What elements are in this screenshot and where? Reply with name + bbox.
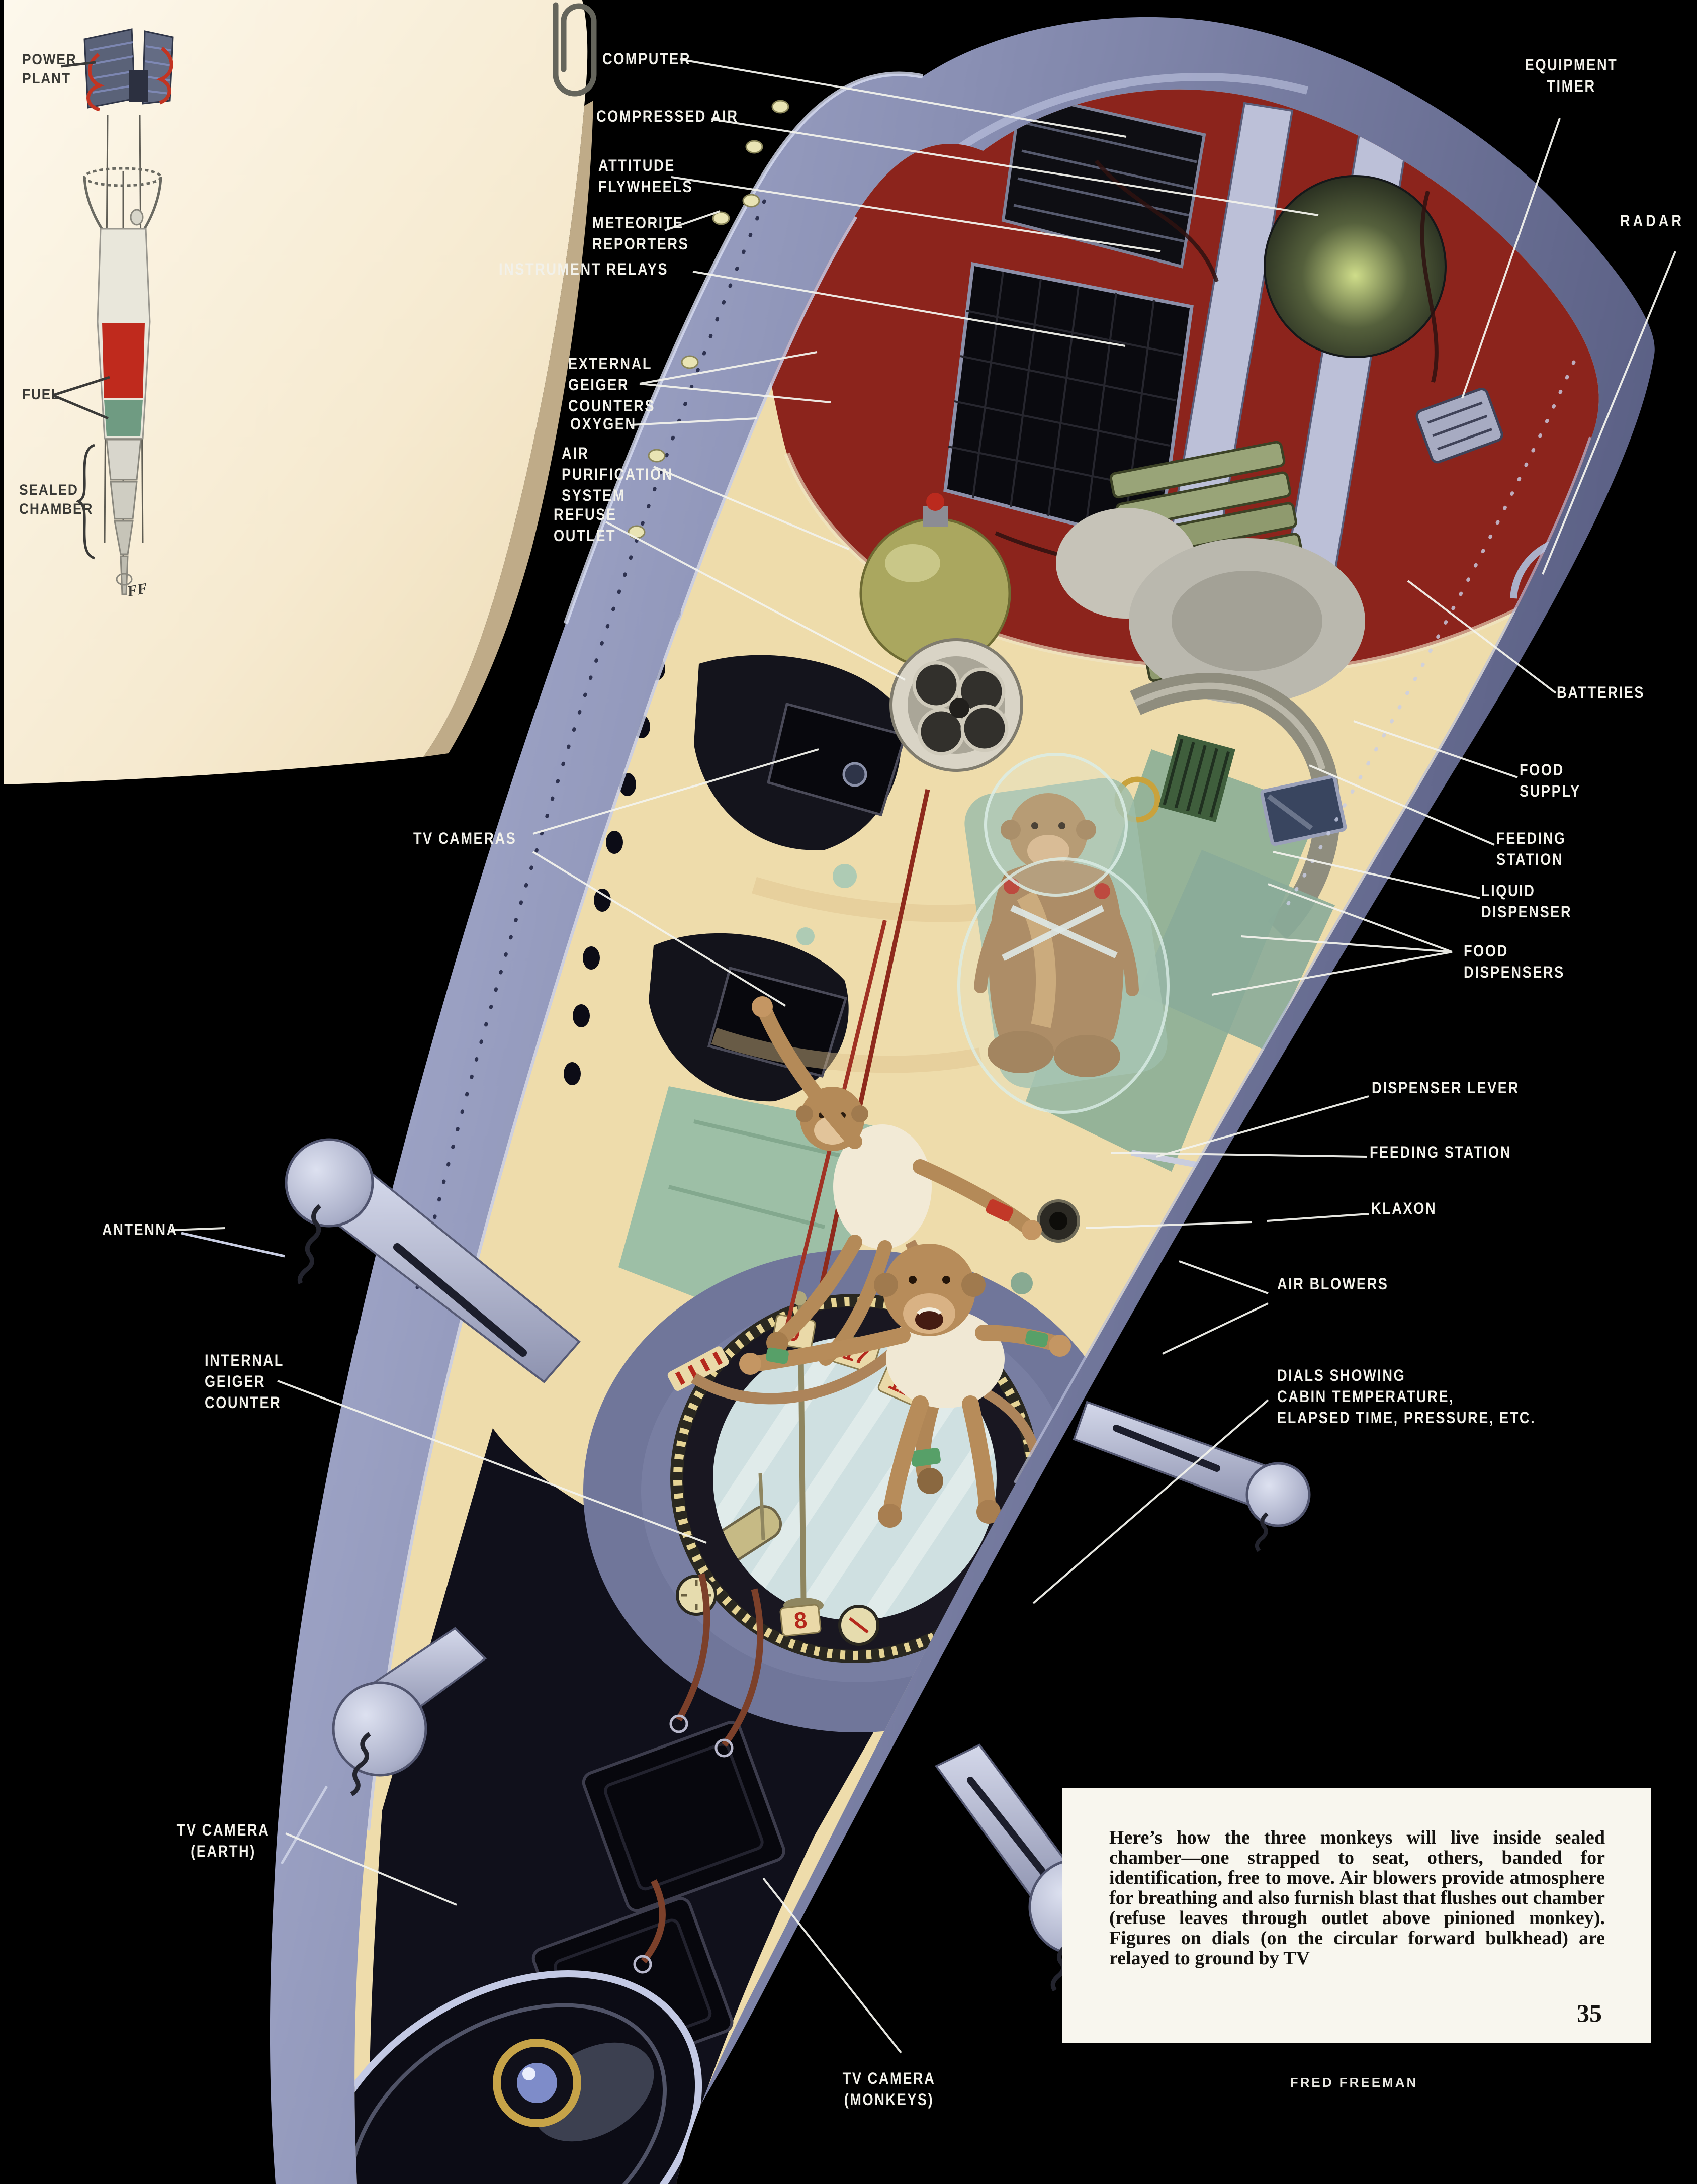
feeding-monitor bbox=[1260, 774, 1347, 846]
antenna-spring bbox=[350, 1732, 371, 1796]
label-internal-geiger-counter: INTERNAL GEIGER COUNTER bbox=[205, 1351, 284, 1412]
power-coil-right bbox=[156, 47, 173, 105]
label-dials: DIALS SHOWING CABIN TEMPERATURE, ELAPSED… bbox=[1277, 1366, 1536, 1427]
artist-credit: FRED FREEMAN bbox=[1290, 2075, 1418, 2090]
inset-stage-3 bbox=[114, 520, 134, 555]
antenna-strut-right bbox=[1073, 1401, 1311, 1552]
paperclip-icon bbox=[553, 2, 597, 97]
label-fuel: FUEL bbox=[22, 386, 60, 403]
label-feeding-station-lower: FEEDING STATION bbox=[1370, 1143, 1512, 1161]
caption-box: Here’s how the three monkeys will live i… bbox=[1062, 1788, 1651, 2043]
label-tv-camera-monkeys: TV CAMERA (MONKEYS) bbox=[842, 2069, 936, 2109]
label-food-dispensers: FOOD DISPENSERS bbox=[1464, 942, 1565, 981]
label-external-geiger-counters: EXTERNAL GEIGER COUNTERS bbox=[568, 355, 656, 415]
inset-fuel-green bbox=[104, 400, 143, 436]
compressed-air-sphere bbox=[1264, 175, 1447, 358]
antenna-strut-upper-left bbox=[181, 1138, 581, 1383]
label-batteries: BATTERIES bbox=[1557, 683, 1645, 702]
artist-monogram: FF bbox=[126, 580, 149, 600]
label-refuse-outlet: REFUSE OUTLET bbox=[554, 505, 617, 545]
label-compressed-air: COMPRESSED AIR bbox=[596, 107, 739, 125]
label-sealed-chamber: SEALED CHAMBER bbox=[19, 482, 94, 517]
antenna-spring bbox=[297, 1204, 322, 1285]
food-brush-block bbox=[1158, 734, 1235, 822]
equipment-timer-box bbox=[1415, 388, 1503, 464]
label-food-supply: FOOD SUPPLY bbox=[1520, 761, 1581, 800]
caption-text: Here’s how the three monkeys will live i… bbox=[1109, 1827, 1605, 1969]
label-attitude-flywheels: ATTITUDE FLYWHEELS bbox=[598, 156, 693, 196]
label-computer: COMPUTER bbox=[602, 50, 691, 68]
leader-lines bbox=[170, 58, 1676, 2054]
tv-camera-earth-box bbox=[582, 1721, 785, 1912]
panel-hub bbox=[129, 70, 148, 102]
dispenser-lever-rod bbox=[1130, 1150, 1203, 1169]
label-oxygen: OXYGEN bbox=[570, 415, 637, 433]
paper-sheet bbox=[4, 0, 588, 784]
label-power-plant: POWER PLANT bbox=[22, 51, 77, 87]
label-klaxon: KLAXON bbox=[1371, 1199, 1437, 1217]
label-meteorite-reporters: METEORITE REPORTERS bbox=[592, 214, 689, 253]
monkey-screaming bbox=[739, 1244, 1071, 1528]
computer-panel bbox=[1001, 91, 1206, 269]
label-air-blowers: AIR BLOWERS bbox=[1277, 1275, 1389, 1293]
tail-camera-lens bbox=[517, 2063, 557, 2103]
camera-wires bbox=[641, 1573, 764, 1964]
inset-rocket: FF bbox=[83, 28, 174, 600]
monkey-strapped bbox=[957, 753, 1170, 1114]
inset-stage-2 bbox=[110, 481, 138, 520]
label-dispenser-lever: DISPENSER LEVER bbox=[1372, 1079, 1520, 1097]
antenna-strut-lower-left bbox=[280, 1627, 487, 1865]
label-liquid-dispenser: LIQUID DISPENSER bbox=[1481, 882, 1572, 921]
sealed-chamber-brace bbox=[75, 444, 95, 560]
feeding-tray bbox=[1139, 850, 1335, 1051]
page-number: 35 bbox=[1577, 1999, 1602, 2027]
label-air-purification-system: AIR PURIFICATION SYSTEM bbox=[562, 444, 673, 504]
solar-panel-left bbox=[83, 28, 136, 109]
label-tv-camera-earth: TV CAMERA (EARTH) bbox=[176, 1821, 270, 1860]
oxygen-valve bbox=[926, 493, 944, 511]
inset-leader-lines bbox=[52, 61, 110, 560]
inset-stage-1 bbox=[106, 439, 142, 481]
label-instrument-relays: INSTRUMENT RELAYS bbox=[499, 260, 669, 278]
label-radar: RADAR bbox=[1620, 212, 1684, 230]
refuse-outlet-assembly bbox=[889, 638, 1023, 772]
inset-fuel-red bbox=[102, 323, 145, 398]
label-antenna: ANTENNA bbox=[102, 1220, 178, 1239]
dial-tick-strip bbox=[667, 1346, 729, 1391]
inset-panel: FF bbox=[4, 0, 597, 784]
svg-text:8: 8 bbox=[793, 1607, 809, 1634]
label-equipment-timer: EQUIPMENT TIMER bbox=[1525, 56, 1618, 95]
meteorite-reporter-bumps bbox=[628, 100, 789, 539]
antenna-spring bbox=[1255, 1512, 1269, 1552]
label-tv-cameras: TV CAMERAS bbox=[413, 829, 517, 847]
label-feeding-station-upper: FEEDING STATION bbox=[1496, 829, 1566, 868]
dial-number-chip: 8 bbox=[779, 1604, 822, 1637]
tv-camera-capsule-1 bbox=[767, 702, 907, 817]
flywheel-grid bbox=[948, 271, 1182, 535]
